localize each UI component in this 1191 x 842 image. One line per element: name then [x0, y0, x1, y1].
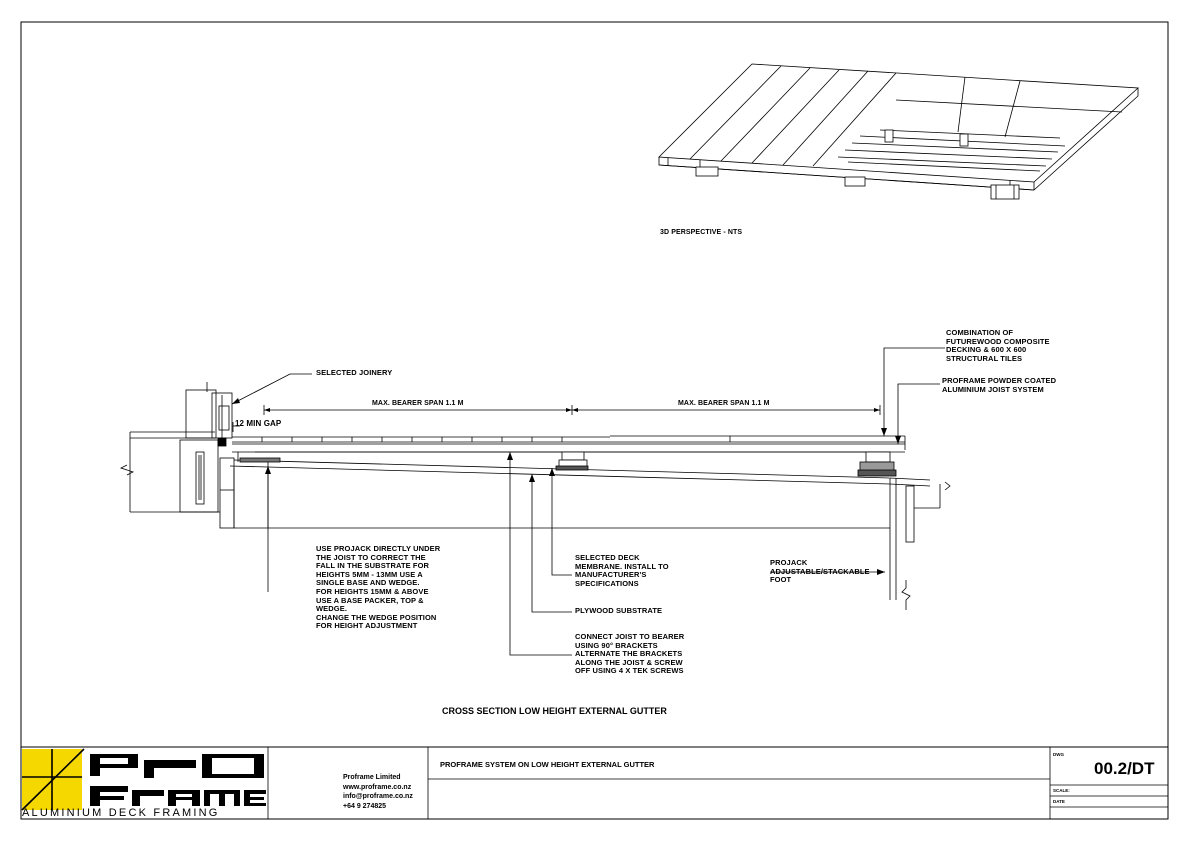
perspective-caption: 3D PERSPECTIVE - NTS	[660, 229, 743, 236]
callout-joist-system: PROFRAME POWDER COATED ALUMINIUM JOIST S…	[942, 376, 1057, 394]
callout-connect: CONNECT JOIST TO BEARER USING 90° BRACKE…	[575, 632, 685, 676]
company-website[interactable]: www.proframe.co.nz	[343, 783, 412, 791]
date-label: DATE	[1053, 799, 1065, 804]
cross-section	[119, 347, 951, 656]
callout-membrane: SELECTED DECK MEMBRANE. INSTALL TO MANUF…	[575, 553, 669, 588]
deck-perspective	[658, 63, 1139, 200]
callout-projack-use: USE PROJACK DIRECTLY UNDER THE JOIST TO …	[316, 544, 441, 631]
logo-tagline: ALUMINIUM DECK FRAMING	[22, 807, 220, 819]
dwg-label: DWG	[1053, 752, 1064, 757]
callout-joinery: SELECTED JOINERY	[316, 368, 393, 377]
section-title: CROSS SECTION LOW HEIGHT EXTERNAL GUTTER	[442, 706, 667, 716]
gap-label: 12 MIN GAP	[235, 419, 282, 428]
drawing-title: PROFRAME SYSTEM ON LOW HEIGHT EXTERNAL G…	[440, 760, 655, 769]
sheet-border	[20, 21, 1169, 820]
callout-decking: COMBINATION OF FUTUREWOOD COMPOSITE DECK…	[946, 328, 1050, 363]
drawing-number: 00.2/DT	[1094, 759, 1155, 778]
span-label-left: MAX. BEARER SPAN 1.1 m	[372, 400, 464, 407]
company-email[interactable]: info@proframe.co.nz	[343, 793, 413, 801]
company-contact: Proframe Limited www.proframe.co.nz info…	[343, 773, 413, 811]
leader-arrowheads	[232, 398, 901, 575]
callout-projack-foot: PROJACK ADJUSTABLE/STACKABLE FOOT	[770, 558, 870, 585]
span-label-right: MAX. BEARER SPAN 1.1 m	[678, 400, 770, 407]
proframe-logo	[21, 748, 266, 811]
company-name: Proframe Limited	[343, 774, 401, 781]
company-phone: +64 9 274825	[343, 802, 387, 810]
scale-label: SCALE:	[1053, 788, 1070, 793]
callout-plywood: PLYWOOD SUBSTRATE	[575, 606, 663, 615]
